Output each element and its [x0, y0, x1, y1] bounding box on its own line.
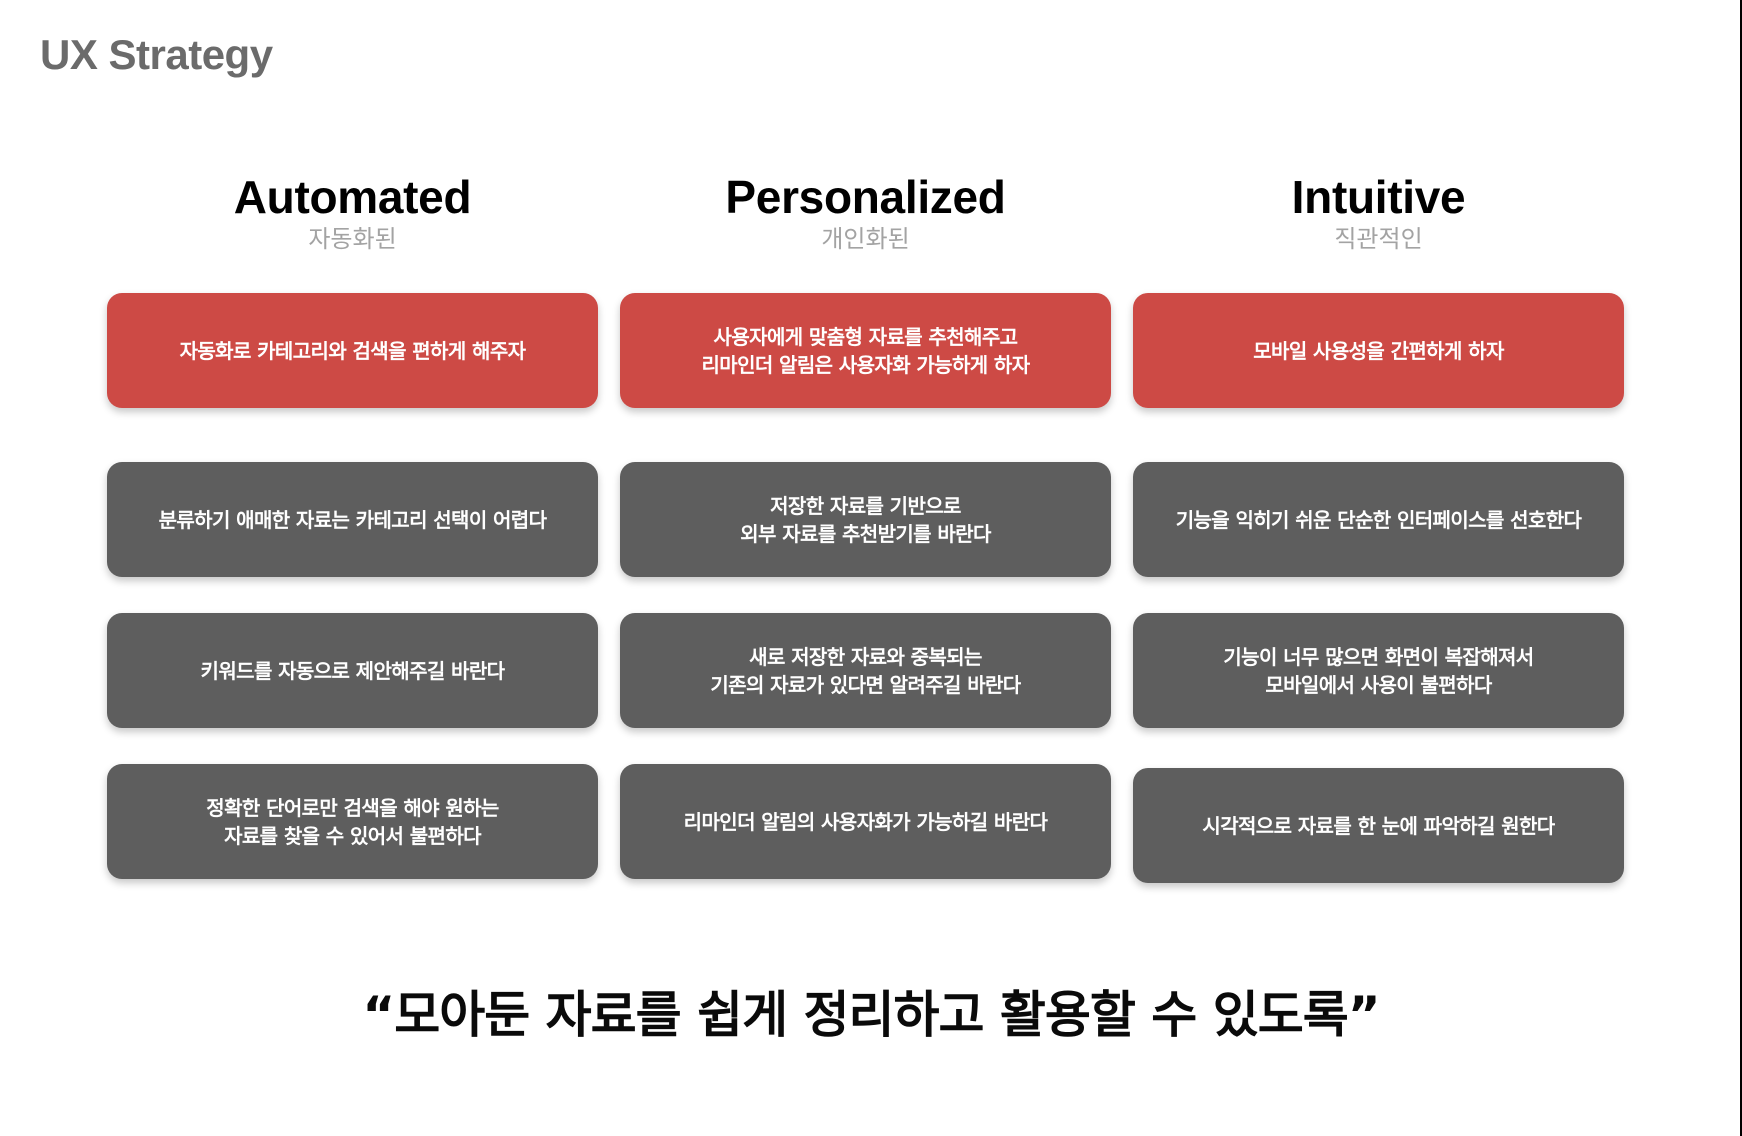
column-personalized: Personalized 개인화된 사용자에게 맞춤형 자료를 추천해주고 리마… [620, 170, 1111, 883]
need-card: 정확한 단어로만 검색을 해야 원하는 자료를 찾을 수 있어서 불편하다 [107, 764, 598, 879]
column-header: Automated 자동화된 [107, 170, 598, 280]
goal-card: 자동화로 카테고리와 검색을 편하게 해주자 [107, 293, 598, 408]
need-card: 기능이 너무 많으면 화면이 복잡해져서 모바일에서 사용이 불편하다 [1133, 613, 1624, 728]
strategy-columns: Automated 자동화된 자동화로 카테고리와 검색을 편하게 해주자 분류… [107, 170, 1625, 883]
page-title: UX Strategy [40, 31, 273, 78]
frame-border [1740, 0, 1742, 1136]
need-card: 새로 저장한 자료와 중복되는 기존의 자료가 있다면 알려주길 바란다 [620, 613, 1111, 728]
column-intuitive: Intuitive 직관적인 모바일 사용성을 간편하게 하자 기능을 익히기 … [1133, 170, 1624, 883]
column-header: Intuitive 직관적인 [1133, 170, 1624, 280]
column-subtitle: 개인화된 [821, 225, 910, 253]
goal-card: 모바일 사용성을 간편하게 하자 [1133, 293, 1624, 408]
column-automated: Automated 자동화된 자동화로 카테고리와 검색을 편하게 해주자 분류… [107, 170, 598, 883]
column-title: Automated [233, 171, 472, 223]
need-card: 리마인더 알림의 사용자화가 가능하길 바란다 [620, 764, 1111, 879]
need-card: 시각적으로 자료를 한 눈에 파악하길 원한다 [1133, 768, 1624, 883]
column-subtitle: 자동화된 [308, 225, 397, 253]
need-card: 저장한 자료를 기반으로 외부 자료를 추천받기를 바란다 [620, 462, 1111, 577]
column-header: Personalized 개인화된 [620, 170, 1111, 280]
column-title: Personalized [725, 171, 1006, 223]
summary-quote: “모아둔 자료를 쉽게 정리하고 활용할 수 있도록” [362, 986, 1380, 1044]
column-title: Intuitive [1291, 171, 1466, 223]
column-subtitle: 직관적인 [1334, 225, 1423, 253]
need-card: 키워드를 자동으로 제안해주길 바란다 [107, 613, 598, 728]
need-card: 분류하기 애매한 자료는 카테고리 선택이 어렵다 [107, 462, 598, 577]
goal-card: 사용자에게 맞춤형 자료를 추천해주고 리마인더 알림은 사용자화 가능하게 하… [620, 293, 1111, 408]
need-card: 기능을 익히기 쉬운 단순한 인터페이스를 선호한다 [1133, 462, 1624, 577]
